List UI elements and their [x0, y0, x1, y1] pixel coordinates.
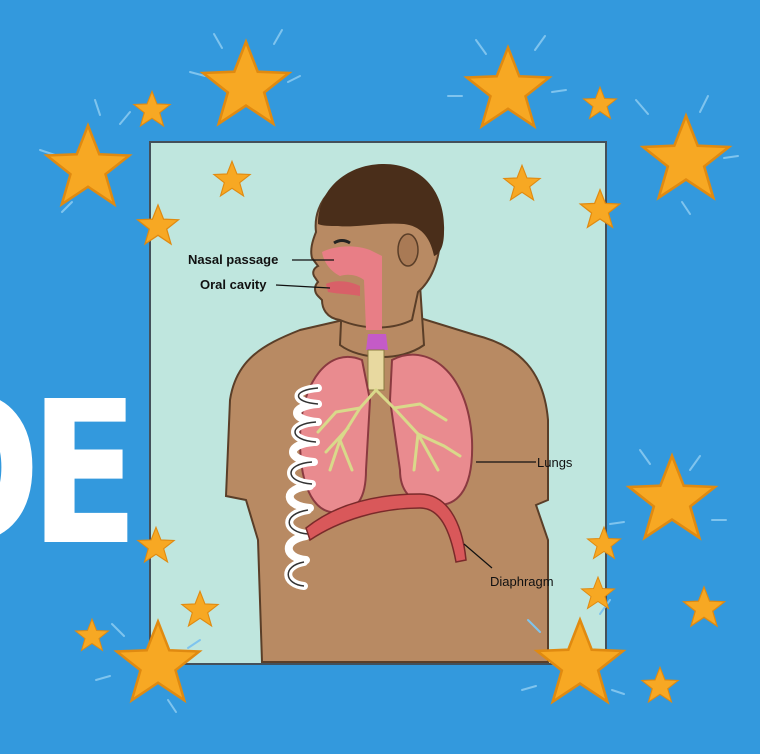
label-oral-cavity: Oral cavity [200, 277, 267, 292]
star-icon [584, 87, 617, 119]
star-icon [134, 91, 170, 126]
star-icon [643, 116, 729, 198]
trachea [368, 350, 384, 390]
star-icon [76, 619, 109, 651]
respiratory-diagram: Nasal passage Oral cavity Lungs Diaphrag… [150, 142, 606, 664]
star-icon [47, 126, 130, 205]
label-diaphragm: Diaphragm [490, 574, 554, 589]
ear [398, 234, 418, 266]
label-nasal-passage: Nasal passage [188, 252, 278, 267]
larynx [366, 334, 388, 350]
star-icon [629, 456, 715, 538]
star-icon [642, 667, 678, 702]
label-lungs: Lungs [537, 455, 573, 470]
banner-word: DE [0, 398, 128, 575]
star-icon [684, 587, 725, 626]
torso [226, 318, 548, 662]
star-icon [203, 42, 289, 124]
banner-text-fragment: DE [0, 398, 140, 583]
star-icon [467, 48, 550, 127]
